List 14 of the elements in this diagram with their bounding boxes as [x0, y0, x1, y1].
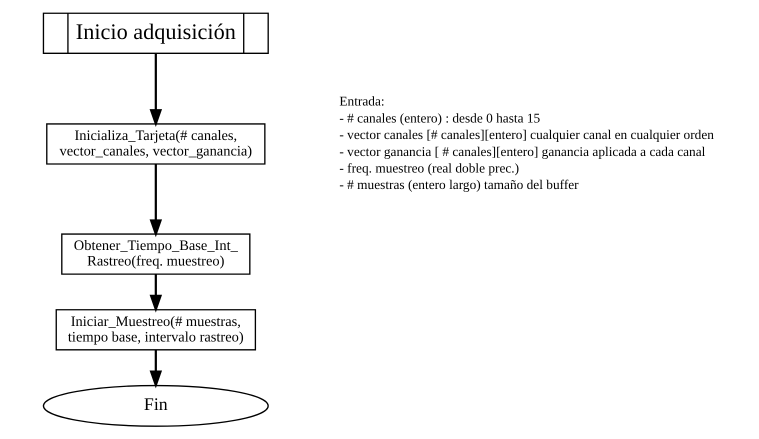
arrow: [149, 274, 162, 313]
arrow: [149, 350, 162, 388]
node-box: Iniciar_Muestreo(# muestras, tiempo base, intervalo rastreo): [55, 309, 256, 350]
label: Entrada:: [338, 94, 384, 109]
node-ellipse: Fin: [42, 384, 268, 427]
label: - freq. muestreo (real doble prec.): [338, 160, 519, 176]
label: - vector canales [# canales][entero] cualquier canal en cualquier orden: [338, 127, 714, 142]
label: - vector ganancia [ # canales][entero] ganancia aplicada a cada canal: [338, 144, 705, 159]
label: - # muestras (entero largo) tamaño del buffer: [338, 177, 578, 192]
node-box: Obtener_Tiempo_Base_Int_ Rastreo(freq. muestreo): [60, 233, 250, 275]
label: - # canales (entero) : desde 0 hasta 15: [338, 110, 540, 126]
arrow: [149, 54, 162, 127]
node-box: Inicializa_Tarjeta(# canales, vector_canales, vector_ganancia): [46, 123, 266, 165]
arrow: [149, 164, 162, 238]
